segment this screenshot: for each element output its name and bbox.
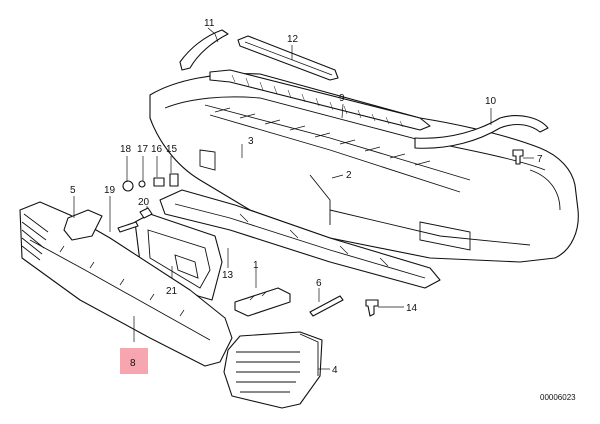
- callout-10[interactable]: 10: [485, 96, 497, 107]
- bumper-cover: [149, 73, 579, 263]
- callout-19[interactable]: 19: [104, 185, 116, 196]
- side-grille-4: [223, 331, 323, 409]
- callout-8[interactable]: 8: [130, 358, 136, 369]
- trim-strip-9: [209, 69, 431, 131]
- callout-13[interactable]: 13: [222, 270, 234, 281]
- trim-strip-10: [414, 115, 549, 149]
- callout-2[interactable]: 2: [346, 170, 352, 181]
- lower-grille: [19, 201, 233, 367]
- callout-3[interactable]: 3: [248, 136, 254, 147]
- callout-9[interactable]: 9: [339, 93, 345, 104]
- callout-16[interactable]: 16: [151, 144, 163, 155]
- trim-strip-11: [179, 29, 229, 71]
- callout-15[interactable]: 15: [166, 144, 178, 155]
- callout-5[interactable]: 5: [70, 185, 76, 196]
- callout-12[interactable]: 12: [287, 34, 299, 45]
- fastener-7: [512, 149, 524, 165]
- leader-lines: [73, 27, 534, 370]
- callout-7[interactable]: 7: [537, 154, 543, 165]
- callout-18[interactable]: 18: [120, 144, 132, 155]
- callout-11[interactable]: 11: [204, 18, 215, 29]
- fastener-group: [117, 173, 179, 233]
- trim-strip-12: [237, 35, 339, 81]
- bumper-carrier: [159, 189, 441, 289]
- reference-code: 00006023: [540, 393, 576, 402]
- clip-14: [365, 299, 379, 317]
- callout-4[interactable]: 4: [332, 365, 338, 376]
- callout-20[interactable]: 20: [138, 197, 150, 208]
- side-grille-5: [63, 209, 103, 241]
- highlight-box: [120, 348, 148, 374]
- callout-1[interactable]: 1: [253, 260, 259, 271]
- mounting-bracket-1: [234, 287, 291, 317]
- callout-21[interactable]: 21: [166, 286, 178, 297]
- callout-17[interactable]: 17: [137, 144, 149, 155]
- callout-6[interactable]: 6: [316, 278, 322, 289]
- callout-14[interactable]: 14: [406, 303, 418, 314]
- pin-6: [309, 295, 344, 317]
